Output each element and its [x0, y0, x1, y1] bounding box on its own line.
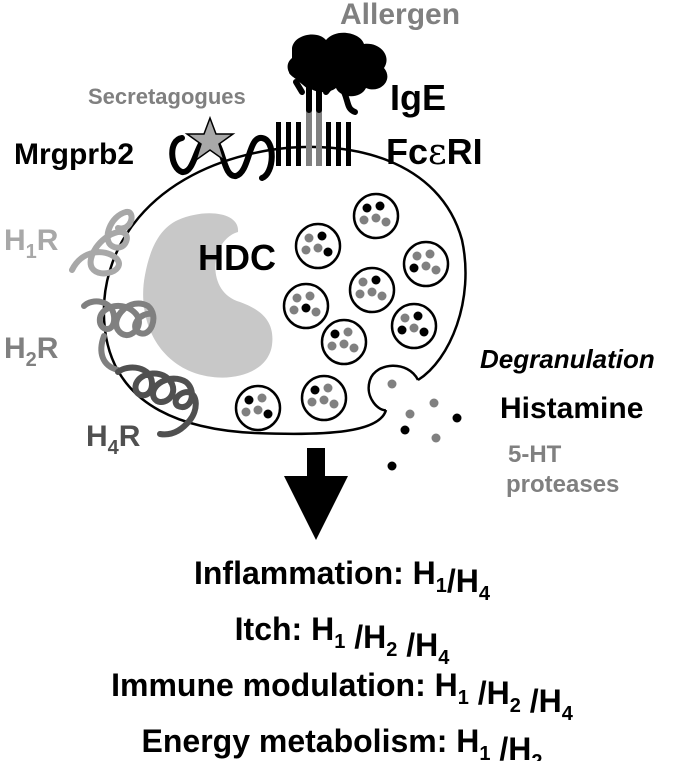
label-proteases: proteases [506, 471, 619, 498]
label-secretagogues: Secretagogues [88, 84, 246, 109]
granule-dot [349, 343, 359, 353]
effect-line: Itch: H1 /H2 /H4 [235, 611, 451, 669]
h2r-tail [98, 333, 121, 373]
granule-dot [421, 261, 431, 271]
granule-dot [431, 265, 441, 275]
released-dot [429, 398, 439, 408]
nucleus [143, 213, 273, 378]
label-ige: IgE [390, 77, 446, 118]
effect-name: Inflammation: [194, 555, 413, 591]
granule-dot [409, 323, 419, 333]
label-histamine: Histamine [500, 392, 643, 425]
label-degranulation: Degranulation [480, 344, 655, 374]
granule-dot [343, 327, 353, 337]
granule-dot [419, 327, 429, 337]
granule-dot [289, 305, 299, 315]
fceri-receptor [276, 110, 351, 166]
granule-dot [253, 405, 263, 415]
effect-line: Energy metabolism: H1 /H2 [142, 723, 543, 761]
granule-dot [292, 293, 302, 303]
granule-dot [362, 203, 372, 213]
granules [234, 192, 450, 432]
granule-dot [330, 329, 340, 339]
label-h4r: H4R [86, 420, 141, 459]
granule-dot [371, 275, 381, 285]
granule-dot [377, 291, 387, 301]
granule-dot [323, 247, 333, 257]
label-allergen: Allergen [340, 0, 460, 31]
granule-dot [301, 303, 311, 313]
granule-dot [241, 407, 251, 417]
granule-dot [307, 397, 317, 407]
h4r-receptor [115, 364, 199, 438]
arrow-down-icon [284, 448, 348, 540]
granule-dot [323, 383, 333, 393]
released-dot [405, 409, 415, 419]
granule-dot [381, 217, 391, 227]
label-fceri: FcεRI [386, 131, 483, 173]
granule-dot [304, 233, 314, 243]
granule-dot [301, 245, 311, 255]
released-dot [400, 425, 410, 435]
granule-dot [355, 289, 365, 299]
allergen-blob [287, 32, 388, 97]
granule-dot [425, 249, 435, 259]
granule-dot [305, 291, 315, 301]
granule-dot [367, 287, 377, 297]
granule-dot [329, 399, 339, 409]
granule-dot [409, 263, 419, 273]
released-dot [387, 461, 397, 471]
granule-dot [359, 215, 369, 225]
effect-name: Immune modulation: [111, 667, 435, 703]
granule-dot [327, 341, 337, 351]
label-hdc: HDC [198, 237, 276, 278]
h1r-receptor [69, 209, 135, 277]
effect-name: Energy metabolism: [142, 723, 457, 759]
granule-dot [339, 339, 349, 349]
effect-line: Inflammation: H1/H4 [194, 555, 491, 605]
released-mediators [387, 398, 462, 471]
granule-dot [319, 395, 329, 405]
granule-dot [257, 393, 267, 403]
granule-dot [310, 385, 320, 395]
released-dot [452, 413, 462, 423]
label-mrgprb2: Mrgprb2 [14, 138, 134, 171]
label-5ht: 5-HT [508, 441, 562, 468]
granule-dot [412, 251, 422, 261]
label-h1r: H1R [4, 224, 59, 263]
h2r-receptor [81, 298, 157, 339]
granule-dot [375, 201, 385, 211]
granule-dot [371, 213, 381, 223]
effect-name: Itch: [235, 611, 311, 647]
granule-dot [263, 409, 273, 419]
granule-dot [397, 325, 407, 335]
granule-dot [311, 307, 321, 317]
granule-dot [313, 243, 323, 253]
label-h2r: H2R [4, 332, 59, 371]
granule-dot [317, 231, 327, 241]
released-dot [431, 433, 441, 443]
cell-membrane [102, 145, 467, 436]
granule-dot [358, 277, 368, 287]
granule-dot [400, 313, 410, 323]
degranulation-vesicle [367, 364, 420, 412]
granule-dot [413, 311, 423, 321]
secretagogue-star-icon [184, 115, 236, 162]
released-granule-dot [387, 379, 397, 389]
granule-dot [244, 395, 254, 405]
effect-line: Immune modulation: H1 /H2 /H4 [111, 667, 574, 725]
